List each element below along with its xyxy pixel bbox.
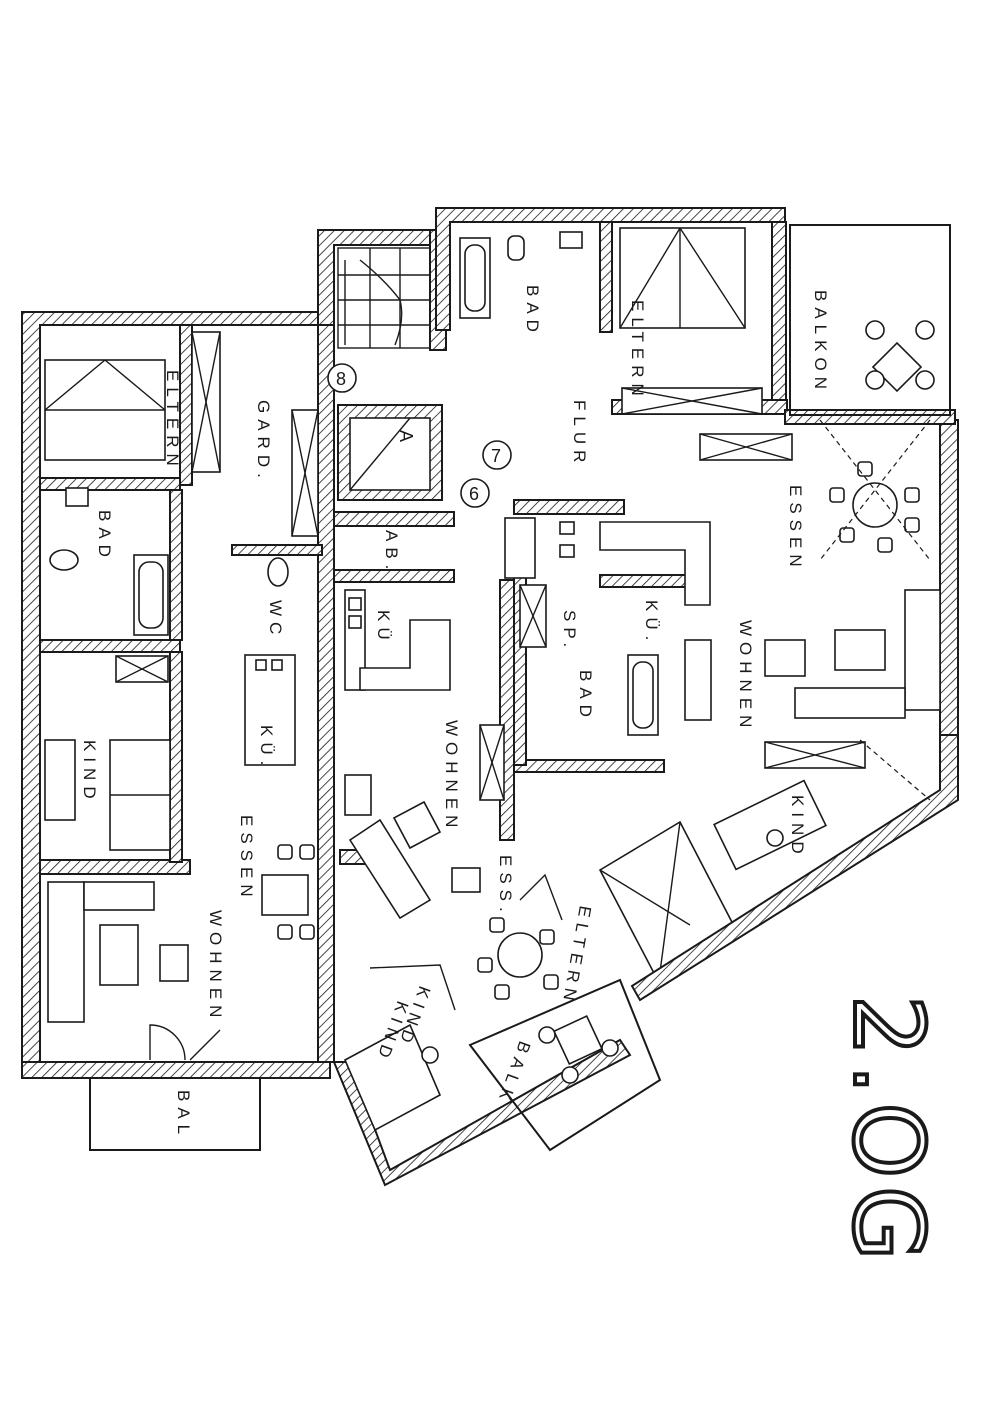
dining-table-3	[852, 482, 898, 528]
label-balkon: BALKON	[811, 290, 830, 395]
wall-left-bottom	[21, 1061, 331, 1079]
label-kue-2: KÜ	[374, 610, 393, 646]
armchair-1	[159, 944, 189, 982]
stair-markers: 8 7 6	[327, 363, 512, 508]
wall-bad-flur	[169, 489, 183, 641]
bed-kind-2	[343, 1023, 442, 1132]
wall-kind-flur	[169, 651, 183, 863]
dining-table-2	[497, 932, 543, 978]
wall-right-top	[435, 207, 786, 331]
label-flur: FLUR	[570, 400, 589, 468]
toilet-wc	[267, 557, 289, 587]
desk-kind-1	[44, 739, 76, 821]
wall-left-inner-right	[317, 324, 335, 1063]
label-kue-3: KÜ.	[642, 600, 661, 646]
wall-eltern-bad	[39, 477, 181, 491]
label-bad-2: BAD	[576, 670, 595, 723]
dining-table-1	[261, 874, 309, 916]
bed-eltern-3	[619, 227, 746, 329]
sink-bad-1	[65, 487, 89, 507]
label-kue-1: KÜ.	[257, 725, 276, 771]
kitchen-island-2	[359, 619, 451, 691]
label-sp: SP.	[560, 610, 579, 653]
sofa-wohnen-1	[47, 881, 85, 1023]
marker-7	[482, 440, 512, 470]
label-essen-3: ESSEN	[786, 485, 805, 573]
label-bad-3: BAD	[523, 285, 542, 338]
balcony-right	[789, 224, 951, 416]
sofa-wohnen-3	[904, 589, 941, 711]
label-wohnen-3: WOHNEN	[736, 620, 755, 733]
label-bad-1: BAD	[95, 510, 114, 563]
stair-core	[317, 229, 455, 583]
wall-kind-wohnen	[39, 859, 191, 875]
label-wc: WC	[266, 600, 285, 640]
label-lift: A	[396, 430, 416, 442]
lift-car	[349, 417, 431, 491]
label-gard: GARD.	[254, 400, 273, 484]
label-kind-1: KIND	[80, 740, 99, 805]
marker-6	[460, 478, 490, 508]
wall-stair	[317, 229, 446, 326]
balcony-left	[89, 1077, 261, 1151]
label-wohnen-1: WOHNEN	[206, 910, 225, 1023]
kitchen-counter-2	[344, 589, 366, 691]
marker-8	[327, 363, 357, 393]
label-eltern-3: ELTERN	[628, 300, 647, 402]
wall-wc	[231, 544, 323, 556]
sink-bad-3	[559, 231, 583, 249]
label-essen-1: ESSEN	[237, 815, 256, 903]
svg-text:8: 8	[336, 369, 346, 389]
svg-text:7: 7	[491, 446, 501, 466]
sofa-wohnen-2	[348, 818, 432, 920]
label-ab: AB.	[382, 530, 401, 575]
svg-text:6: 6	[469, 484, 479, 504]
stair-outline	[337, 247, 431, 349]
kitchen-counter-3	[599, 521, 711, 606]
label-eltern-1: ELTERN	[163, 370, 182, 472]
label-kind-4: KIND	[788, 795, 807, 860]
apartment-center	[332, 579, 737, 1187]
apartment-left	[21, 311, 335, 1151]
coffee-table-2	[392, 800, 442, 850]
coffee-table-1	[99, 924, 139, 986]
balcony-center	[468, 978, 662, 1152]
floor-label: 2.OG	[832, 995, 944, 1269]
kitchen-counter-1	[244, 654, 296, 766]
label-bal-1: BAL	[174, 1090, 193, 1140]
wall-bad-kind	[39, 639, 181, 653]
toilet-bad-1	[49, 549, 79, 571]
label-wohnen-2: WOHNEN	[442, 720, 461, 833]
coffee-table-3	[834, 629, 886, 671]
label-ess-2: ESS.	[496, 855, 515, 918]
toilet-bad-3	[507, 235, 525, 261]
apartment-right	[435, 207, 959, 1002]
bed-kind-4	[713, 779, 827, 871]
